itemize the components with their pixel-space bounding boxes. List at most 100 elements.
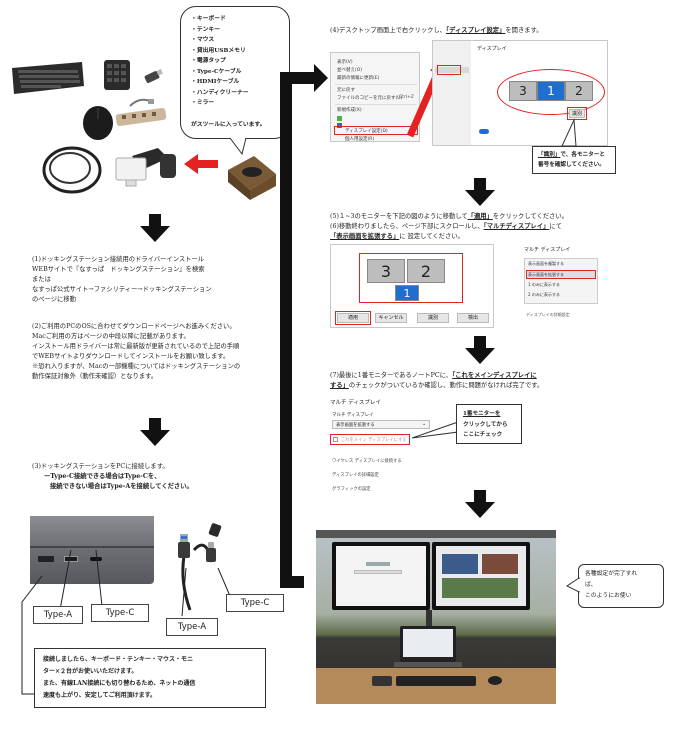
advanced-display-link[interactable]: ディスプレイの詳細設定 xyxy=(332,473,379,478)
context-menu-shot: 表示(V) 並べ替え(O) 最新の情報に更新(E) 元に戻す ファイルのコピーを… xyxy=(330,52,420,142)
app-icon xyxy=(337,123,342,128)
option-extend-highlight[interactable] xyxy=(526,270,596,279)
mode-dropdown[interactable] xyxy=(332,420,430,429)
adapter-icon xyxy=(129,98,154,107)
type-c-label: Type-C xyxy=(91,604,149,622)
sidebar-highlight xyxy=(437,65,461,75)
monitor-2[interactable]: 2 xyxy=(407,259,445,283)
sidebar-selected-item[interactable] xyxy=(435,67,469,73)
callout-lines xyxy=(59,550,103,611)
option-only-1[interactable]: 1 のみに表示する xyxy=(528,282,560,287)
callout-tail xyxy=(561,118,577,147)
nvidia-icon xyxy=(337,116,342,121)
step3-text: (3)ドッキングステーションをPCに接続します。 ーType-C接続できる場合は… xyxy=(32,463,193,490)
detect-button[interactable]: 検出 xyxy=(457,313,489,323)
apply-button[interactable]: 適用 xyxy=(337,313,369,323)
stool-box-icon xyxy=(228,156,276,200)
menu-item[interactable]: 個人用設定(R) xyxy=(345,137,375,142)
cable-icon xyxy=(42,146,102,194)
settings-sidebar xyxy=(433,41,471,145)
flow-arrow-icon xyxy=(280,64,328,588)
multi-display-shot: マルチ ディスプレイ 表示画面を複製する 表示画面を拡張する 1 のみに表示する… xyxy=(518,244,600,324)
down-arrow-icon xyxy=(140,418,170,446)
monitor-1[interactable]: 1 xyxy=(395,285,419,301)
usb-a-port xyxy=(64,556,78,562)
monitor-3[interactable]: 3 xyxy=(367,259,405,283)
wireless-display-link[interactable]: ワイヤレス ディスプレイに接続する xyxy=(332,459,402,464)
display-settings-shot: ディスプレイ 3 1 2 識別 xyxy=(432,40,608,146)
bracket-line xyxy=(21,576,44,695)
numpad-icon xyxy=(104,60,130,90)
graphics-settings-link[interactable]: グラフィックの設定 xyxy=(332,487,371,492)
laptop xyxy=(400,626,456,662)
callout-tail xyxy=(412,421,459,439)
menu-item[interactable]: 元に戻す xyxy=(337,88,355,93)
equipment-photo xyxy=(8,40,278,205)
hdmi-port xyxy=(38,556,54,562)
multi-display-title: マルチ ディスプレイ xyxy=(524,247,571,253)
laptop-port-photo xyxy=(30,516,154,584)
step1-text: (1)ドッキングステーション接続用のドライバーインストール WEBサイトで『なす… xyxy=(32,256,212,303)
main-display-checkbox[interactable] xyxy=(333,437,338,442)
step4-text: (4)デスクトップ画面上で右クリックし、「ディスプレイ設定」を開きます。 xyxy=(330,27,543,34)
options-list xyxy=(524,258,598,304)
red-arrow-icon xyxy=(184,154,218,174)
items-bubble-footer: がスツールに入っています。 xyxy=(191,122,266,128)
arrange-highlight xyxy=(359,253,463,303)
finish-bubble: 各種設定が完了すれ ば、 このようにお使い xyxy=(578,564,664,608)
down-arrow-icon xyxy=(465,178,495,206)
mode-dropdown-value: 表示画面を拡張する xyxy=(336,423,375,428)
type-a-cable-label: Type-A xyxy=(166,618,218,636)
monitor-2[interactable]: 2 xyxy=(565,81,593,101)
main-callout: 1番モニターを クリックしてから ここにチェック xyxy=(456,404,522,444)
right-monitor xyxy=(432,542,530,610)
settings-toggle[interactable] xyxy=(479,129,489,134)
main-display-checkbox-label: これをメイン ディスプレイにする xyxy=(341,438,407,443)
menu-shortcut: Ctrl+Z xyxy=(399,95,414,100)
step5-text: (5)１~3のモニターを下記の図のように移動して「適用」をクリックしてください。… xyxy=(330,213,569,240)
identify-callout: 「識別」で、各モニターと 番号を確認してください。 xyxy=(532,146,616,174)
down-arrow-icon xyxy=(465,490,495,518)
menu-item[interactable]: 表示(V) xyxy=(337,60,353,65)
keyboard-icon xyxy=(12,62,84,94)
arrange-monitors-shot: 3 2 1 適用 キャンセル 識別 検出 xyxy=(330,244,494,328)
mouse xyxy=(488,676,502,685)
type-c-cable-label: Type-C xyxy=(226,594,284,612)
step2-text: (2)ご利用のPCのOSに合わせてダウンロードページへお進みください。 Macご… xyxy=(32,323,241,380)
menu-item[interactable]: 最新の情報に更新(E) xyxy=(337,76,380,81)
chevron-down-icon: ⌄ xyxy=(422,421,427,427)
option-extend[interactable]: 表示画面を拡張する xyxy=(528,272,564,277)
left-monitor xyxy=(332,542,430,610)
option-duplicate[interactable]: 表示画面を複製する xyxy=(528,261,564,266)
advanced-display-link[interactable]: ディスプレイの詳細設定 xyxy=(526,312,570,317)
step7-text: (7)最後に1番モニターであるノートPCに、「これをメインディスプレイに する」… xyxy=(330,372,544,389)
menu-item-display-settings[interactable]: ディスプレイ設定(D) xyxy=(345,129,388,134)
main-checkbox-highlight xyxy=(330,434,410,445)
main-shot-title: マルチ ディスプレイ xyxy=(330,400,381,406)
usb-cable-icon xyxy=(178,523,222,611)
power-strip-icon xyxy=(115,107,167,127)
monitor-3[interactable]: 3 xyxy=(509,81,537,101)
option-only-2[interactable]: 2 のみに表示する xyxy=(528,292,560,297)
identify-highlight xyxy=(567,107,587,120)
desk-setup-photo xyxy=(316,530,556,704)
monitor-1[interactable]: 1 xyxy=(537,81,565,101)
display-settings-highlight[interactable] xyxy=(334,126,418,135)
callout-lines xyxy=(181,568,231,617)
menu-item[interactable]: ファイルのコピーを元に戻す(U) xyxy=(337,96,403,101)
item-list: ・キーボード ・テンキー ・マウス ・貸出用USBメモリ ・電源タップ ・Typ… xyxy=(191,16,249,106)
identify-button[interactable]: 識別 xyxy=(569,109,585,118)
menu-item[interactable]: 並べ替え(O) xyxy=(337,68,363,73)
menu-item[interactable]: 新規作成(X) xyxy=(337,108,362,113)
keyboard xyxy=(396,676,476,686)
identify-button[interactable]: 識別 xyxy=(417,313,449,323)
apply-highlight xyxy=(335,311,371,325)
monitor-highlight-oval xyxy=(497,69,605,115)
usb-c-port xyxy=(90,557,102,561)
bubble-tail xyxy=(229,138,247,156)
type-a-label: Type-A xyxy=(33,606,83,624)
usb-memory-icon xyxy=(144,68,163,83)
connect-note-box: 接続しましたら、キーボード・テンキー・マウス・モニ ター×２台がお使いいただけま… xyxy=(34,648,266,708)
cancel-button[interactable]: キャンセル xyxy=(375,313,407,323)
bubble-tail xyxy=(566,577,580,593)
